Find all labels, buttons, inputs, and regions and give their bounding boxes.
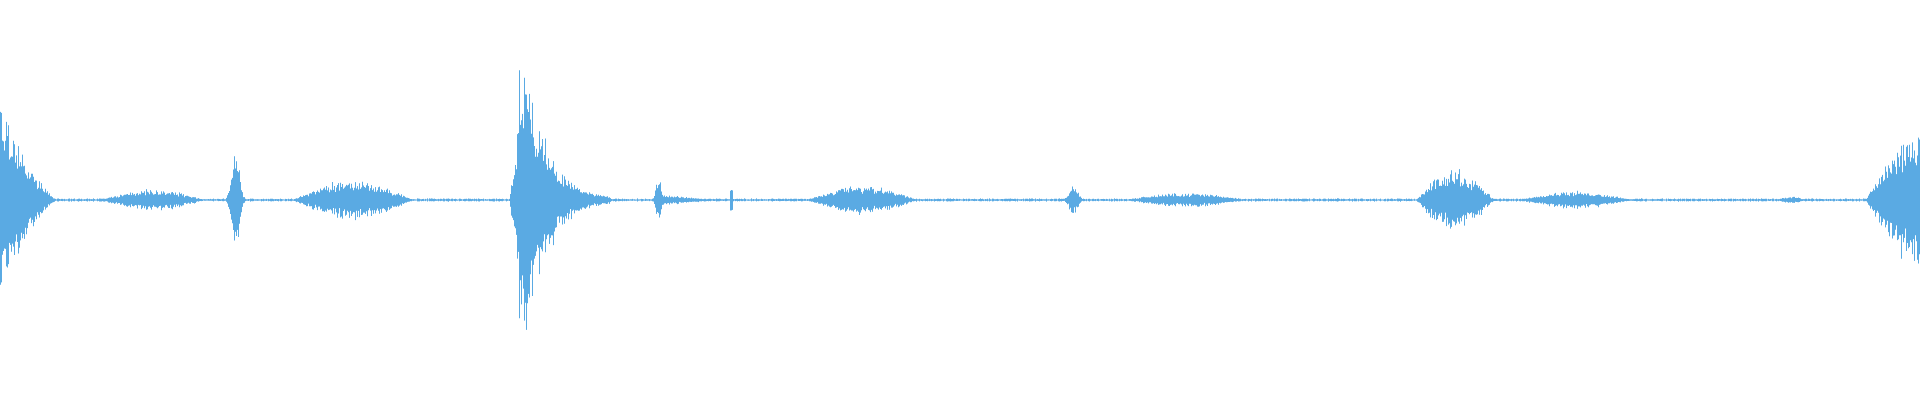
waveform-samples <box>0 70 1920 330</box>
waveform-trace <box>0 70 1920 330</box>
